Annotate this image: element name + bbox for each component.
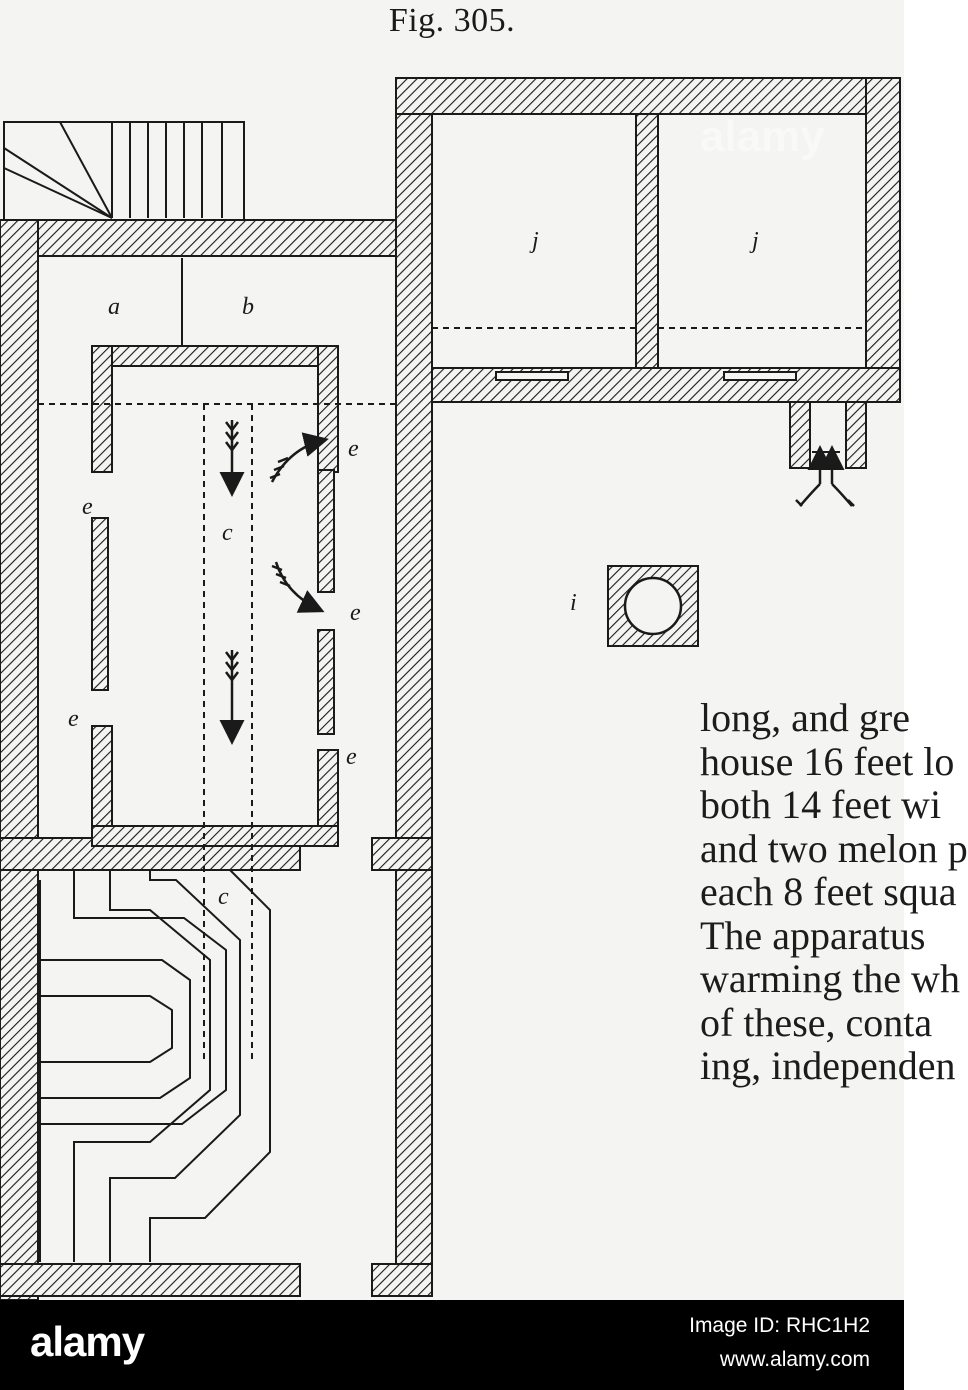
label-e-3: e xyxy=(350,600,361,626)
label-a: a xyxy=(108,294,120,320)
label-e-5: e xyxy=(346,744,357,770)
body-line: of these, conta xyxy=(700,999,933,1045)
body-line: warming the wh xyxy=(700,956,960,1001)
air-flow-arrows xyxy=(219,420,855,745)
figure-plate: Fig. 305. xyxy=(0,0,968,1301)
label-b: b xyxy=(242,294,254,320)
body-line: long, and gre xyxy=(700,695,910,740)
body-line: ing, independen xyxy=(700,1043,956,1088)
label-j-2: j xyxy=(749,228,759,254)
label-e-4: e xyxy=(68,706,79,732)
body-line: The apparatus xyxy=(700,912,926,958)
watermark-url: www.alamy.com xyxy=(719,1348,870,1371)
doors xyxy=(495,371,797,381)
figure-title: Fig. 305. xyxy=(388,2,516,39)
heating-pipes xyxy=(39,869,271,1262)
label-c-lower: c xyxy=(218,884,229,910)
label-e-1: e xyxy=(348,436,359,462)
flue-circle xyxy=(623,576,683,636)
plan-labels: a b c c e e e e e i j j xyxy=(68,228,759,910)
watermark-logo: alamy xyxy=(30,1318,145,1365)
image-id-text: Image ID: RHC1H2 xyxy=(689,1314,870,1337)
label-e-2: e xyxy=(82,494,93,520)
watermark-footer: alamy Image ID: RHC1H2 www.alamy.com xyxy=(0,1300,904,1390)
label-i: i xyxy=(570,590,577,616)
body-line: and two melon p xyxy=(700,825,968,871)
body-text: long, and gre house 16 feet lo both 14 f… xyxy=(700,695,968,1088)
floor-plan-diagram: a b c c e e e e e i j j xyxy=(0,77,901,1301)
body-line: both 14 feet wi xyxy=(700,782,942,827)
label-j-1: j xyxy=(529,228,539,254)
body-line: house 16 feet lo xyxy=(700,738,955,784)
body-line: each 8 feet squa xyxy=(700,869,957,914)
walls xyxy=(0,77,901,1301)
staircase xyxy=(3,121,245,221)
label-c-upper: c xyxy=(222,520,233,546)
